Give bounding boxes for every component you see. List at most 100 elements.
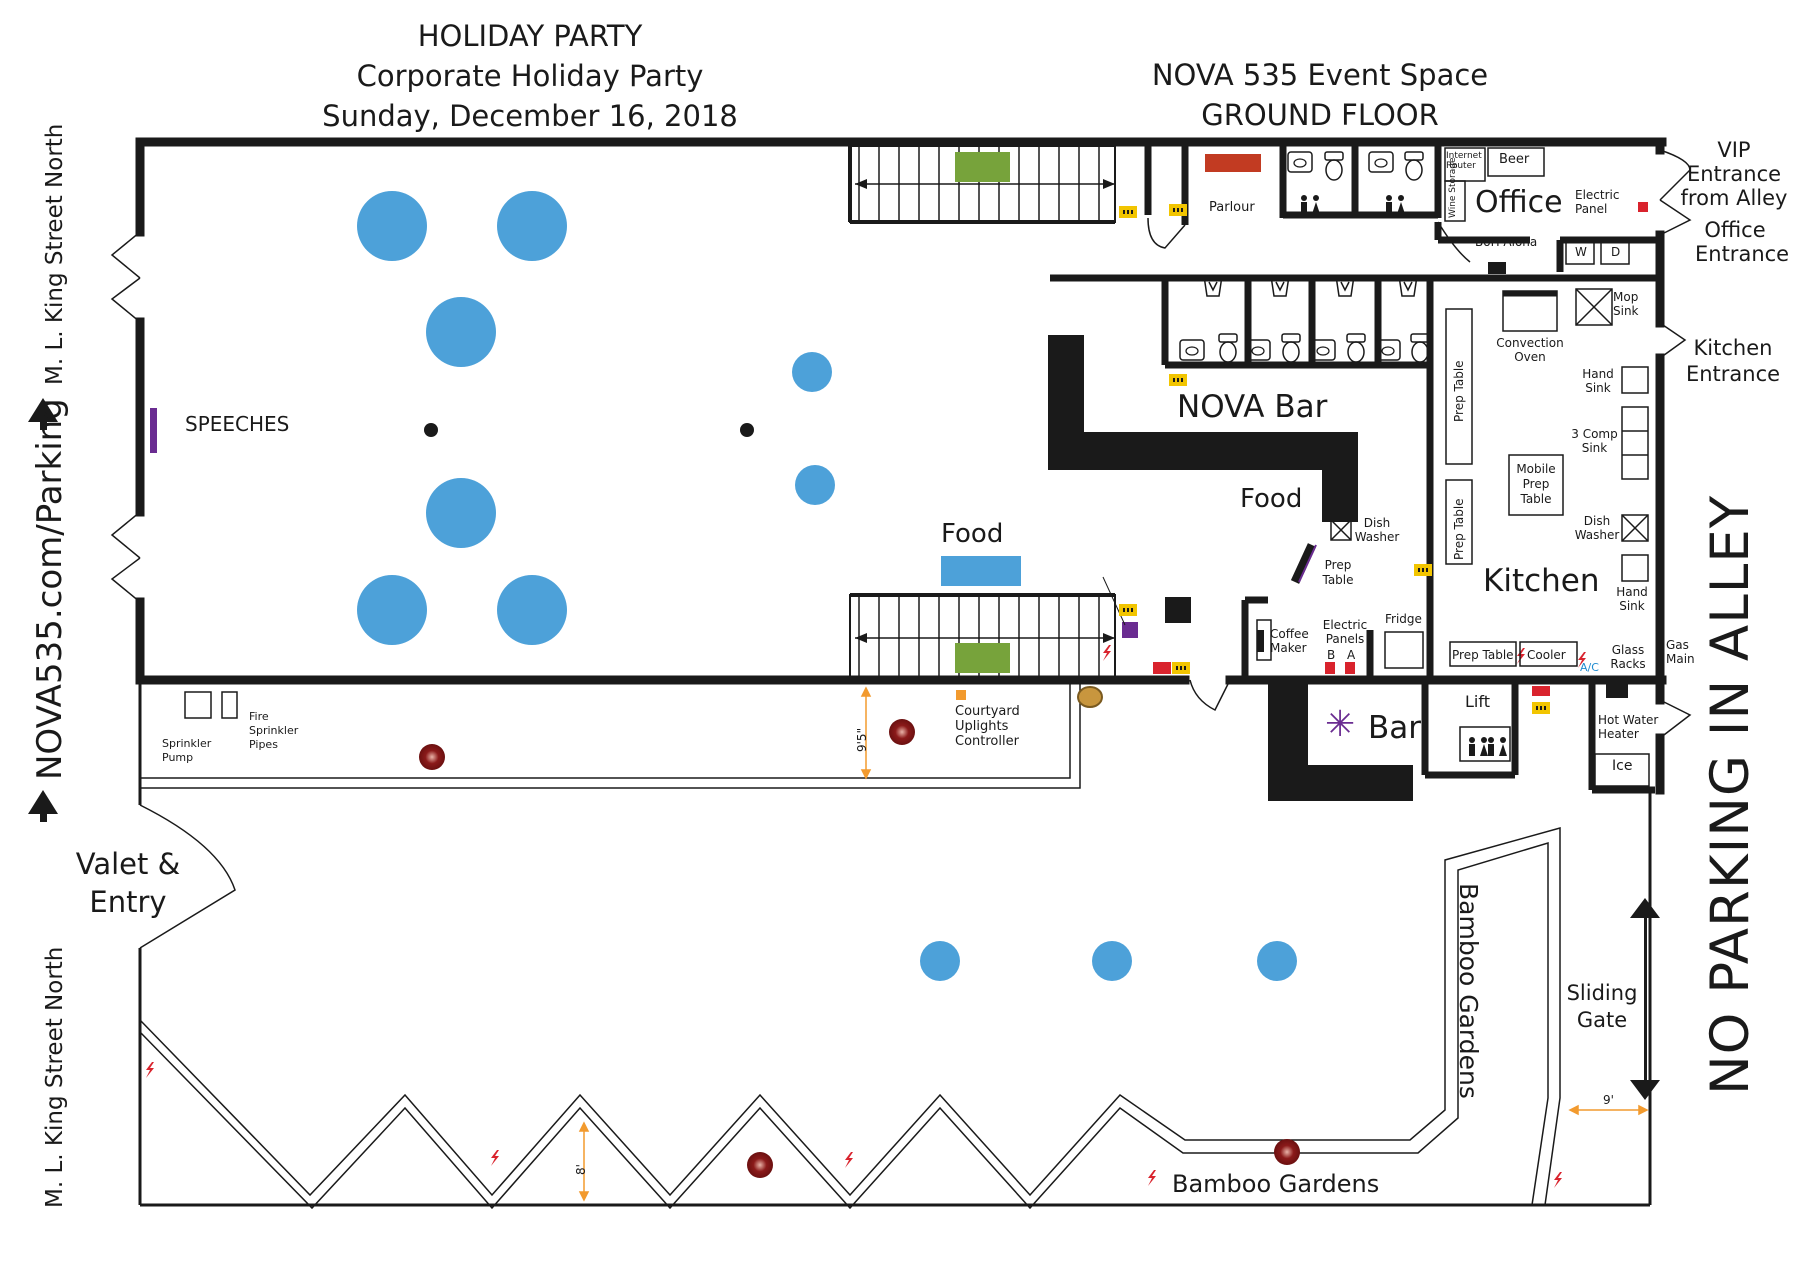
table-7 — [792, 352, 832, 392]
office-label: Office — [1475, 185, 1563, 220]
parlour-label: Parlour — [1209, 200, 1255, 215]
beer-label: Beer — [1499, 152, 1530, 167]
event-subtitle: Corporate Holiday Party — [356, 59, 704, 93]
internet-router-label: Internet Router — [1446, 151, 1482, 171]
electric-panels-label: Electric Panels — [1322, 618, 1368, 646]
food-bar-label: Food — [1240, 484, 1303, 514]
nova-bar-label: NOVA Bar — [1177, 389, 1328, 425]
prep-table-vertical-1-label: Prep Table — [1452, 360, 1466, 422]
table-10 — [1092, 941, 1132, 981]
restroom-fixtures — [1179, 151, 1430, 363]
boh-aloha-label: BoH Aloha — [1475, 235, 1538, 249]
dimension-lines — [578, 686, 1649, 1202]
event-date: Sunday, December 16, 2018 — [322, 99, 738, 133]
food-main-label: Food — [941, 519, 1004, 549]
sprinkler-boxes — [184, 691, 238, 719]
cooler-label: Cooler — [1527, 648, 1566, 662]
wine-storage-label: Wine Storage — [1448, 157, 1458, 218]
coffee-maker-label: Coffee Maker — [1270, 627, 1309, 655]
parking-arrows — [28, 398, 58, 822]
courtyard-boundary — [138, 680, 1652, 1210]
ice-label: Ice — [1612, 758, 1633, 774]
panel-b-label: B — [1327, 648, 1336, 662]
table-11 — [1257, 941, 1297, 981]
bench-bottom — [955, 643, 1010, 673]
table-6 — [497, 575, 567, 645]
fridge-label: Fridge — [1385, 612, 1422, 626]
dryer-label: D — [1611, 245, 1621, 259]
prep-table-angled — [1290, 543, 1317, 584]
bamboo-gardens-bottom-label: Bamboo Gardens — [1172, 1170, 1380, 1198]
gas-main-label: Gas Main — [1666, 638, 1695, 666]
kitchen-label: Kitchen — [1483, 563, 1600, 599]
ac-label: A/C — [1580, 661, 1599, 674]
hand-sink-1-label: Hand Sink — [1582, 367, 1614, 395]
mobile-prep-table-label: Mobile Prep Table — [1516, 462, 1556, 506]
table-1 — [357, 191, 427, 261]
food-table — [941, 556, 1021, 586]
interior-doors — [1147, 217, 1530, 712]
event-title-block: HOLIDAY PARTY Corporate Holiday Party Su… — [290, 16, 770, 136]
table-5 — [357, 575, 427, 645]
uplights — [419, 719, 1300, 1178]
prep-table-bar-label: Prep Table — [1322, 558, 1354, 587]
sliding-gate-arrow — [1630, 898, 1660, 1100]
speeches-label: SPEECHES — [185, 412, 290, 436]
left-doors — [110, 231, 236, 949]
table-3 — [426, 297, 496, 367]
three-comp-sink-label: 3 Comp Sink — [1571, 427, 1618, 455]
courtyard-controller-label: Courtyard Uplights Controller — [955, 704, 1020, 749]
office-entrance-label: Office Entrance — [1695, 218, 1790, 266]
panel-a-label: A — [1347, 648, 1356, 662]
lift-icon — [1469, 737, 1507, 756]
bar-star-icon: ✳ — [1325, 704, 1356, 745]
controller-marker — [956, 690, 966, 700]
hot-water-heater-label: Hot Water Heater — [1598, 713, 1659, 741]
av-box — [1122, 622, 1138, 638]
sliding-gate-label: Sliding Gate — [1566, 981, 1638, 1032]
column-2 — [740, 423, 754, 437]
event-title: HOLIDAY PARTY — [417, 19, 643, 53]
hand-sink-2-label: Hand Sink — [1616, 585, 1648, 613]
bar-label: Bar — [1368, 710, 1422, 746]
washer-label: W — [1575, 245, 1587, 259]
table-2 — [497, 191, 567, 261]
fire-sprinkler-pipes-label: Fire Sprinkler Pipes — [249, 710, 299, 751]
gong — [1077, 686, 1103, 708]
table-9 — [920, 941, 960, 981]
no-parking-alley: NO PARKING IN ALLEY — [1700, 494, 1761, 1095]
bamboo-gardens-vertical: Bamboo Gardens — [1454, 883, 1483, 1099]
bar-counters — [1048, 335, 1413, 801]
dim-9-5-label: 9'5" — [855, 727, 869, 752]
power-panels — [1153, 202, 1648, 696]
dish-washer-bar-label: Dish Washer — [1354, 516, 1400, 544]
street-label-bottom: M. L. King Street North — [42, 946, 68, 1208]
kitchen-entrance-label: Kitchen Entrance — [1685, 336, 1781, 386]
dim-9-label: 9' — [1603, 1093, 1614, 1107]
stairwells — [848, 145, 1116, 678]
prep-table-bottom-label: Prep Table — [1452, 648, 1514, 662]
venue-name: NOVA 535 Event Space — [1151, 58, 1489, 92]
valet-entry-label: Valet & Entry — [75, 847, 181, 919]
floor-name: GROUND FLOOR — [1201, 98, 1439, 132]
column-1 — [424, 423, 438, 437]
bench-top — [955, 152, 1010, 182]
venue-title-block: NOVA 535 Event Space GROUND FLOOR — [1120, 55, 1520, 135]
kitchen-equipment — [1256, 147, 1650, 787]
mop-sink-label: Mop Sink — [1613, 290, 1639, 318]
speeches-stage — [150, 408, 157, 453]
vip-entrance-label: VIP Entrance from Alley — [1680, 138, 1788, 210]
table-8 — [795, 465, 835, 505]
parking-url: NOVA535.com/Parking — [30, 398, 70, 780]
dish-washer-kitchen-label: Dish Washer — [1574, 514, 1620, 542]
street-label-top: M. L. King Street North — [42, 123, 68, 385]
convection-oven-label: Convection Oven — [1496, 336, 1564, 364]
sprinkler-pump-label: Sprinkler Pump — [162, 737, 212, 764]
right-doors — [1659, 149, 1692, 739]
dim-8-label: 8' — [574, 1164, 588, 1175]
prep-table-vertical-2-label: Prep Table — [1452, 498, 1466, 560]
lift-label: Lift — [1465, 692, 1490, 711]
electric-panel-label: Electric Panel — [1575, 188, 1620, 216]
glass-racks-label: Glass Racks — [1610, 643, 1646, 671]
